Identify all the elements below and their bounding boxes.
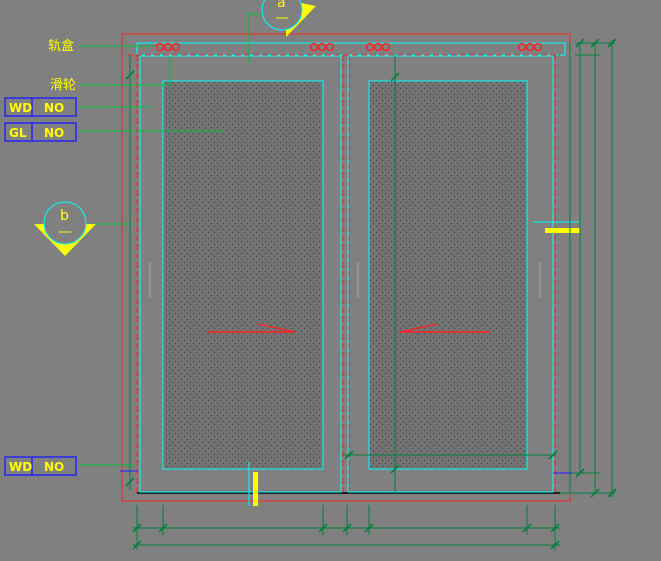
handle-marks (149, 262, 541, 298)
right-dimensions (343, 40, 615, 497)
leader-lines (80, 13, 308, 466)
section-mark-b-dash: — (58, 224, 72, 240)
left-dim-ticks (125, 70, 135, 487)
bottom-dim-ticks (132, 523, 560, 550)
track-box-band (136, 42, 566, 56)
section-mark-a: a — (261, 0, 316, 37)
right-glass-panel (368, 80, 528, 470)
left-door-sash (139, 55, 342, 493)
pulley-label: 滑轮 (50, 78, 76, 93)
right-dim-ticks (344, 38, 617, 498)
right-door-sash (347, 55, 554, 493)
right-section-bar (545, 228, 580, 233)
section-mark-b: b — (34, 201, 96, 256)
section-mark-a-dash: — (275, 10, 289, 26)
track-box-label: 轨盒 (48, 38, 74, 54)
bottom-section-bar (253, 472, 258, 506)
section-mark-a-letter: a (277, 0, 286, 11)
tag-gl: GL NO (4, 122, 77, 142)
left-slide-arrow (207, 323, 296, 333)
left-glass-panel (162, 80, 324, 470)
tag-wd-top-value: NO (44, 101, 64, 115)
tag-gl-value: NO (44, 126, 64, 140)
tag-wd-top-key: WD (9, 101, 32, 115)
tag-wd-top: WD NO (4, 97, 77, 117)
section-mark-b-letter: b (60, 208, 69, 224)
tag-gl-key: GL (9, 126, 27, 140)
tag-wd-bottom-value: NO (44, 460, 64, 474)
tag-wd-bottom: WD NO (4, 456, 77, 476)
right-slide-arrow (399, 323, 490, 333)
pulley-symbols (155, 42, 543, 52)
tag-wd-bottom-key: WD (9, 460, 32, 474)
